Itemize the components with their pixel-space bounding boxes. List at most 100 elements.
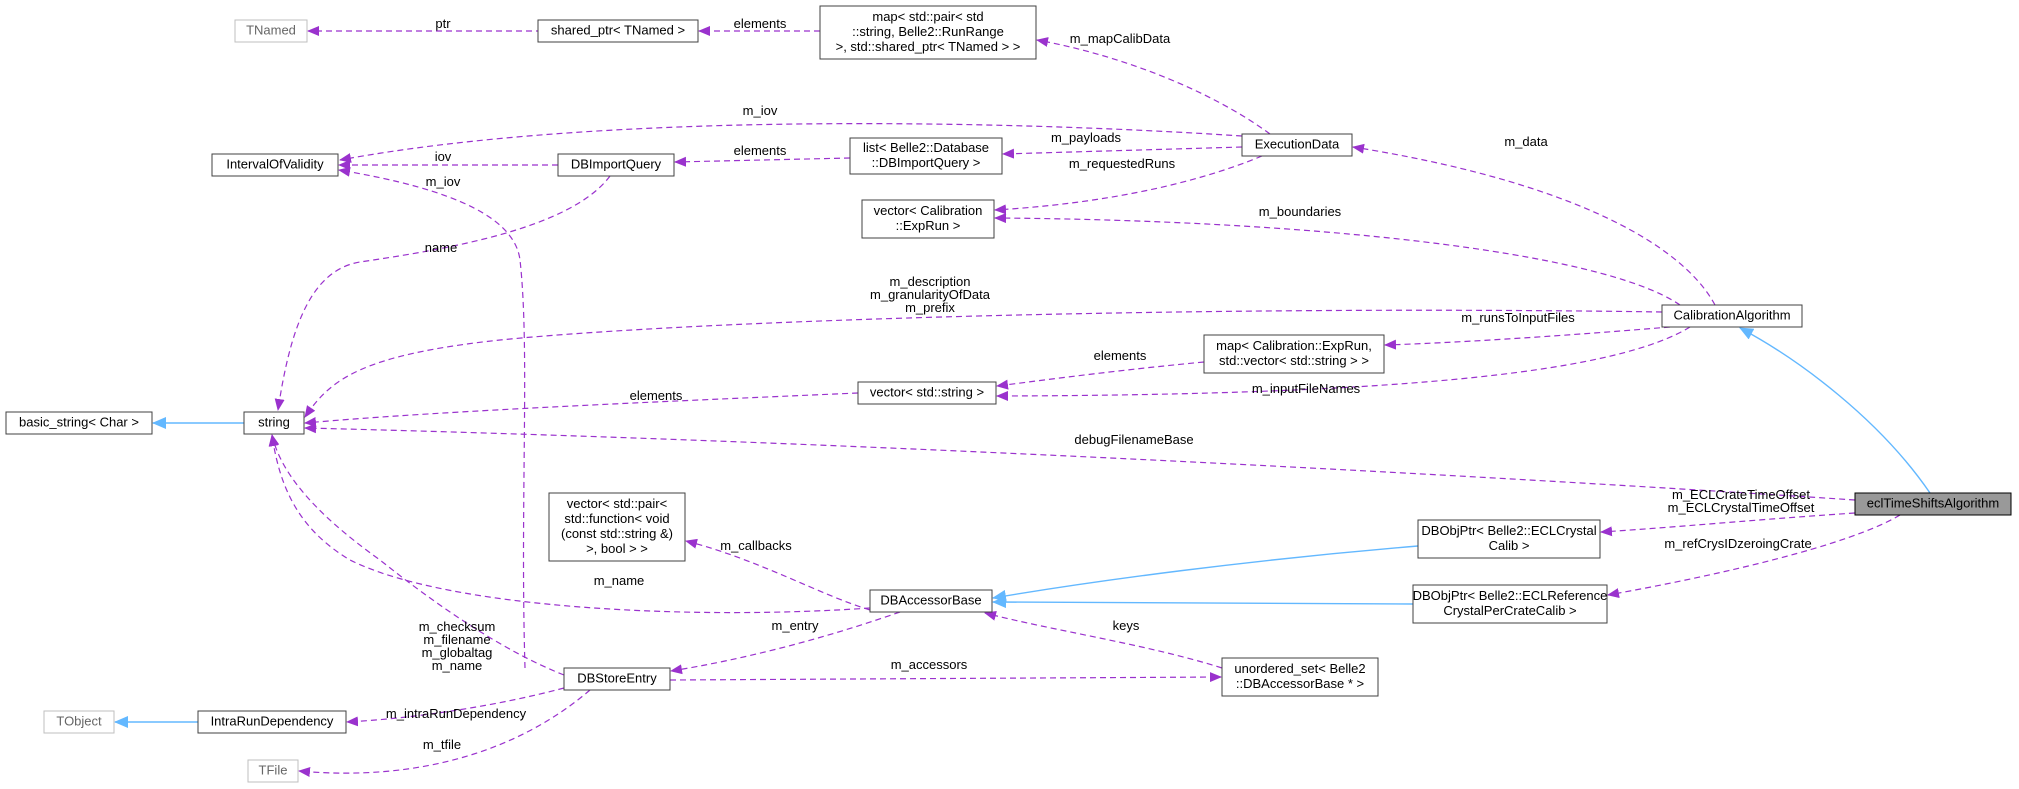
- edge-label-m-name-acc: m_name: [594, 573, 645, 588]
- node-label: list< Belle2::Database: [863, 140, 989, 155]
- node-box: [1661, 304, 1803, 328]
- edge-label-line: m_filename: [423, 632, 490, 647]
- edge-label-keys: keys: [1113, 618, 1140, 633]
- node-label: (const std::string &): [561, 526, 673, 541]
- node-label: unordered_set< Belle2: [1234, 661, 1365, 676]
- class-node-IntraRunDependency[interactable]: IntraRunDependency: [197, 710, 347, 734]
- class-node-eclTimeShiftsAlgorithm[interactable]: eclTimeShiftsAlgorithm: [1854, 492, 2012, 516]
- class-node-vector-string[interactable]: vector< std::string >: [857, 381, 997, 405]
- node-label: eclTimeShiftsAlgorithm: [1867, 496, 1999, 511]
- node-label: ::string, Belle2::RunRange: [852, 24, 1004, 39]
- class-node-vector-pair-function[interactable]: vector< std::pair<std::function< void(co…: [548, 492, 686, 562]
- node-box: [548, 492, 686, 562]
- edge-label-line: m_payloads: [1051, 130, 1122, 145]
- edge-label-line: keys: [1113, 618, 1140, 633]
- class-node-ExecutionData[interactable]: ExecutionData: [1241, 133, 1353, 157]
- node-label: string: [258, 415, 290, 430]
- edge-label-m-callbacks: m_callbacks: [720, 538, 792, 553]
- node-label: map< Calibration::ExpRun,: [1216, 338, 1372, 353]
- node-box: [211, 153, 339, 177]
- node-box: [197, 710, 347, 734]
- usage-edge-18: [1607, 514, 1901, 598]
- edge-label-m-refCrys: m_refCrysIDzeroingCrate: [1664, 536, 1811, 551]
- edge-label-m-intraRunDependency: m_intraRunDependency: [386, 706, 527, 721]
- inheritance-edge-31: [992, 596, 1414, 609]
- class-node-basic-string[interactable]: basic_string< Char >: [5, 411, 153, 435]
- class-node-string[interactable]: string: [243, 411, 305, 435]
- usage-edge-16: [304, 423, 1856, 501]
- class-node-vector-exprun[interactable]: vector< Calibration::ExpRun >: [861, 199, 995, 239]
- node-label: ::DBImportQuery >: [872, 155, 981, 170]
- edge-label-elements-dbimport: elements: [734, 143, 787, 158]
- edge-label-m-payloads: m_payloads: [1051, 130, 1122, 145]
- class-node-DBAccessorBase[interactable]: DBAccessorBase: [869, 589, 993, 613]
- edge-label-line: m_refCrysIDzeroingCrate: [1664, 536, 1811, 551]
- edge-label-line: m_intraRunDependency: [386, 706, 527, 721]
- edge-label-line: m_iov: [426, 174, 461, 189]
- edge-label-m-runsToInputFiles: m_runsToInputFiles: [1461, 310, 1575, 325]
- node-label: ::ExpRun >: [896, 218, 961, 233]
- class-node-map-runrange[interactable]: map< std::pair< std::string, Belle2::Run…: [819, 5, 1037, 60]
- edge-label-iov: iov: [435, 149, 452, 164]
- class-node-IntervalOfValidity[interactable]: IntervalOfValidity: [211, 153, 339, 177]
- edge-label-m-tfile: m_tfile: [423, 737, 461, 752]
- edge-label-line: m_globaltag: [422, 645, 493, 660]
- node-label: DBAccessorBase: [880, 593, 981, 608]
- node-label: TFile: [259, 763, 288, 778]
- class-node-unordered-set[interactable]: unordered_set< Belle2::DBAccessorBase * …: [1221, 657, 1379, 697]
- class-node-DBStoreEntry[interactable]: DBStoreEntry: [563, 667, 671, 691]
- edge-label-line: m_runsToInputFiles: [1461, 310, 1575, 325]
- edge-label-line: m_entry: [772, 618, 819, 633]
- usage-edge-14: [996, 326, 1691, 401]
- edge-label-line: m_boundaries: [1259, 204, 1342, 219]
- usage-edge-13: [996, 361, 1205, 390]
- usage-edge-23: [269, 434, 565, 676]
- usage-edge-10: [274, 175, 611, 411]
- edge-label-line: elements: [630, 388, 683, 403]
- node-label: CrystalPerCrateCalib >: [1443, 603, 1576, 618]
- usage-edge-17: [1600, 512, 1856, 537]
- edge-label-line: m_data: [1504, 134, 1548, 149]
- node-box: [1412, 584, 1608, 624]
- edge-label-line: m_name: [594, 573, 645, 588]
- edge-label-line: m_mapCalibData: [1070, 31, 1171, 46]
- inheritance-edge-29: [1739, 327, 1931, 494]
- class-node-list-dbimport[interactable]: list< Belle2::Database::DBImportQuery >: [849, 137, 1003, 175]
- edge-label-line: iov: [435, 149, 452, 164]
- node-label: DBImportQuery: [571, 157, 662, 172]
- node-label: vector< std::string >: [870, 385, 984, 400]
- node-box: [5, 411, 153, 435]
- usage-edge-24: [338, 166, 526, 669]
- node-label: IntervalOfValidity: [226, 157, 324, 172]
- class-node-TObject[interactable]: TObject: [43, 710, 115, 734]
- node-label: basic_string< Char >: [19, 415, 139, 430]
- node-box: [243, 411, 305, 435]
- node-box: [537, 19, 699, 43]
- node-label: shared_ptr< TNamed >: [551, 23, 685, 38]
- class-node-DBObjPtr-reference[interactable]: DBObjPtr< Belle2::ECLReferenceCrystalPer…: [1412, 584, 1608, 624]
- node-label: ExecutionData: [1255, 137, 1340, 152]
- class-node-CalibrationAlgorithm[interactable]: CalibrationAlgorithm: [1661, 304, 1803, 328]
- edge-label-m-data: m_data: [1504, 134, 1548, 149]
- class-node-TNamed[interactable]: TNamed: [234, 19, 308, 43]
- edge-label-line: m_checksum: [419, 619, 496, 634]
- edge-label-m-iov-exec: m_iov: [743, 103, 778, 118]
- node-label: Calib >: [1489, 538, 1530, 553]
- class-node-TFile[interactable]: TFile: [247, 759, 299, 783]
- edge-label-m-mapCalibData: m_mapCalibData: [1070, 31, 1171, 46]
- edge-label-line: name: [425, 240, 458, 255]
- class-node-map-exprun[interactable]: map< Calibration::ExpRun,std::vector< st…: [1203, 334, 1385, 374]
- usage-edge-26: [346, 687, 565, 727]
- usage-edge-7: [994, 155, 1263, 215]
- class-node-DBImportQuery[interactable]: DBImportQuery: [557, 153, 675, 177]
- usage-edge-27: [298, 689, 591, 777]
- usage-edge-8: [1352, 143, 1716, 306]
- edge-label-m-inputFileNames: m_inputFileNames: [1252, 381, 1361, 396]
- edge-label-m-iov-store: m_iov: [426, 174, 461, 189]
- class-node-shared-ptr[interactable]: shared_ptr< TNamed >: [537, 19, 699, 43]
- node-box: [1203, 334, 1385, 374]
- edge-label-line: m_ECLCrateTimeOffset: [1672, 487, 1810, 502]
- node-label: TNamed: [246, 23, 296, 38]
